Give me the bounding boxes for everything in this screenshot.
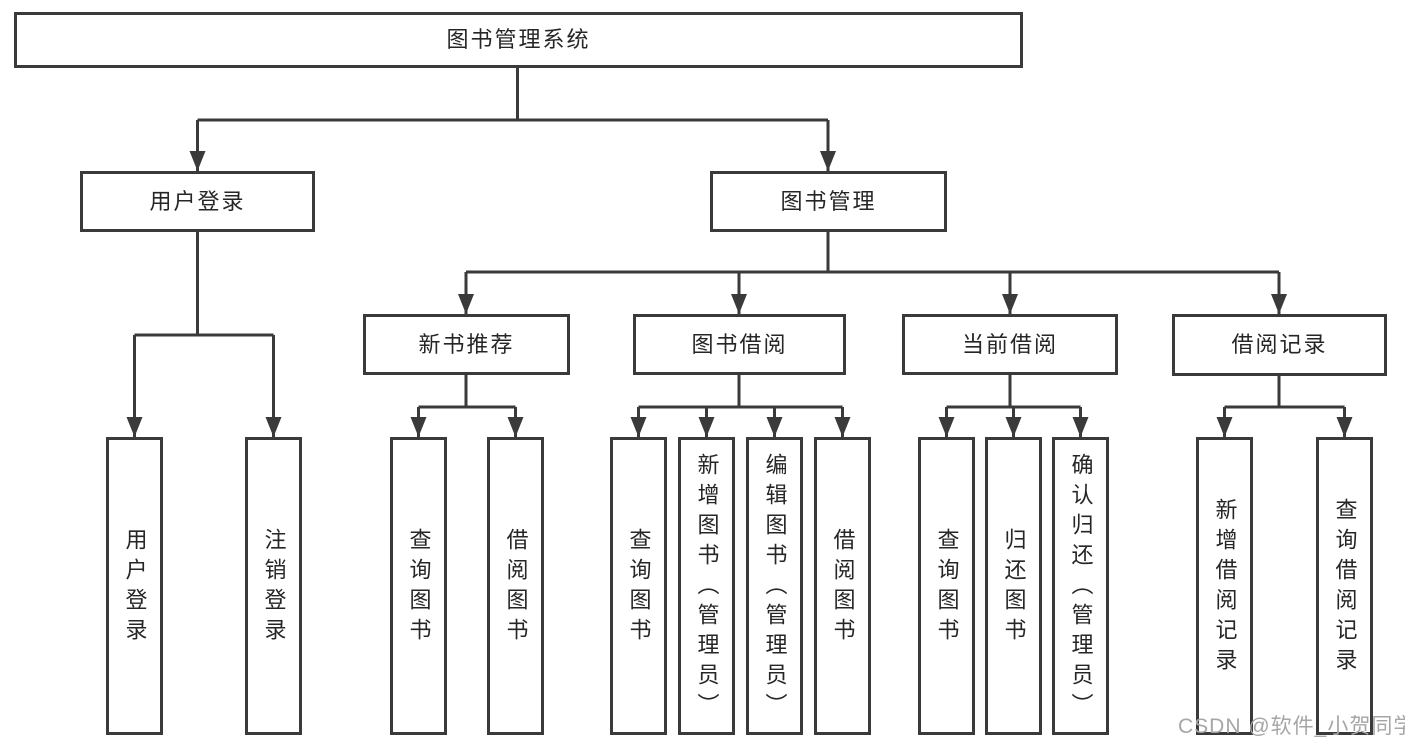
node-edit-books-admin: 编辑图书（管理员） xyxy=(746,437,803,735)
node-book-management: 图书管理 xyxy=(710,171,947,232)
node-query-books-current: 查询图书 xyxy=(918,437,975,735)
node-logout-action: 注销登录 xyxy=(245,437,302,735)
node-borrow-books-recommend: 借阅图书 xyxy=(487,437,544,735)
csdn-watermark: CSDN @软件_小贺同学 xyxy=(1178,715,1405,738)
node-query-books-borrow: 查询图书 xyxy=(610,437,667,735)
node-book-borrowing: 图书借阅 xyxy=(633,314,846,375)
node-borrowing-records: 借阅记录 xyxy=(1172,314,1387,376)
node-new-book-recommend: 新书推荐 xyxy=(363,314,570,375)
node-query-books-recommend: 查询图书 xyxy=(390,437,447,735)
node-user-login: 用户登录 xyxy=(80,171,315,232)
node-add-borrow-record: 新增借阅记录 xyxy=(1196,437,1253,735)
node-add-books-admin: 新增图书（管理员） xyxy=(678,437,735,735)
node-current-borrowing: 当前借阅 xyxy=(902,314,1118,375)
node-query-borrow-record: 查询借阅记录 xyxy=(1316,437,1373,735)
node-user-login-action: 用户登录 xyxy=(106,437,163,735)
node-confirm-return-admin: 确认归还（管理员） xyxy=(1052,437,1109,735)
node-return-books: 归还图书 xyxy=(985,437,1042,735)
node-root-system: 图书管理系统 xyxy=(14,12,1023,68)
node-borrow-books-borrow: 借阅图书 xyxy=(814,437,871,735)
